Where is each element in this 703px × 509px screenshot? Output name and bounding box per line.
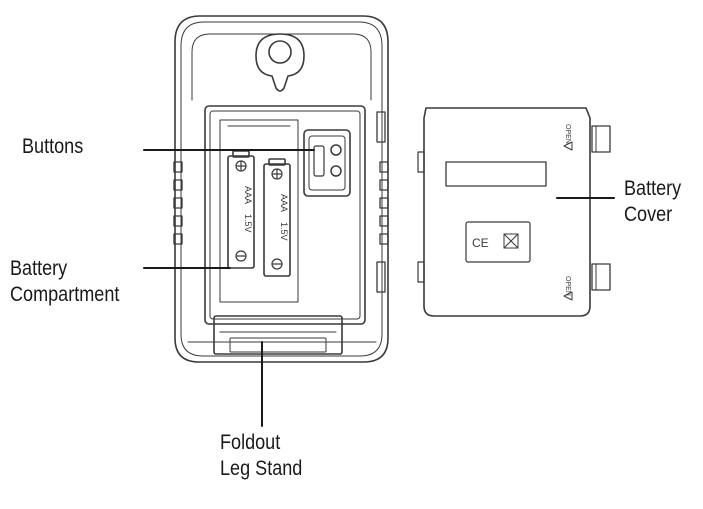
battery-right: AAA 1.5V [263,158,291,277]
buttons-callout-text: Buttons [22,135,84,158]
battery-right-voltage: 1.5V [279,222,289,241]
cover-latch-top [591,125,611,153]
battery-right-type: AAA [279,194,289,212]
battery-cover-drawing: CE OPEN OPEN [417,107,611,317]
buttons-callout: Buttons [22,134,83,160]
device-housing [174,15,389,363]
battery-compartment [204,105,366,325]
foldout-leg-stand-callout-line2: Leg Stand [220,457,303,480]
battery-compartment-callout-line1: Battery [10,257,68,280]
certification-badge [465,221,531,263]
cover-label-window [445,161,547,187]
weee-bin-icon [503,233,519,249]
battery-left-type: AAA [243,186,253,204]
foldout-leg-stand [213,315,343,355]
battery-left: AAA 1.5V [227,150,255,269]
ce-mark: CE [472,236,489,250]
battery-cover-callout: Battery Cover [624,176,681,228]
foldout-leg-stand-callout-line1: Foldout [220,431,281,454]
button-bottom [330,165,342,177]
cover-latch-bottom [591,263,611,291]
left-grip-ridges [173,161,183,245]
foldout-leg-stand-callout: Foldout Leg Stand [220,430,302,482]
button-top [330,144,342,156]
buttons-block [303,129,351,197]
open-arrow-bottom-icon [563,291,573,301]
battery-left-voltage: 1.5V [243,214,253,233]
wall-hanging-slot [255,33,305,92]
slide-switch [313,145,325,177]
battery-compartment-callout: Battery Compartment [10,256,119,308]
battery-cover-callout-line1: Battery [624,177,682,200]
battery-cover-callout-line2: Cover [624,203,673,226]
battery-compartment-callout-line2: Compartment [10,283,120,306]
right-grip-ridges [376,111,389,293]
open-label-top: OPEN [564,124,571,144]
leader-lines [143,149,615,427]
open-arrow-top-icon [563,141,573,151]
open-label-bottom: OPEN [564,276,571,296]
